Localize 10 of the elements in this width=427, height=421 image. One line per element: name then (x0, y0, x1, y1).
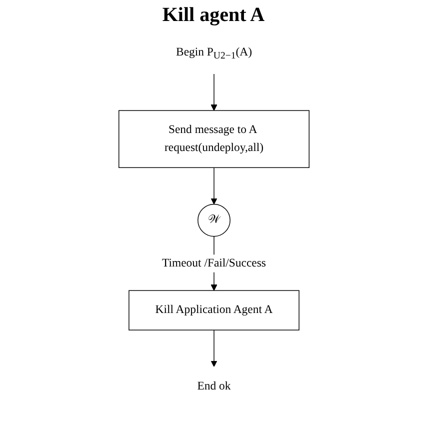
node-text: End ok (196, 380, 230, 392)
edge-label: Timeout /Fail/Success (162, 256, 266, 270)
node-box: Send message to A request(undeploy,all) (118, 110, 309, 168)
diagram-title: Kill agent A (161, 4, 266, 27)
node-circle: 𝒲 (197, 204, 230, 237)
arrow (210, 167, 217, 204)
node-text: Begin P$_{U2−1}$(A) (176, 46, 252, 61)
arrow (210, 330, 217, 367)
arrow (210, 74, 217, 111)
node-box: Kill Application Agent A (128, 290, 299, 330)
